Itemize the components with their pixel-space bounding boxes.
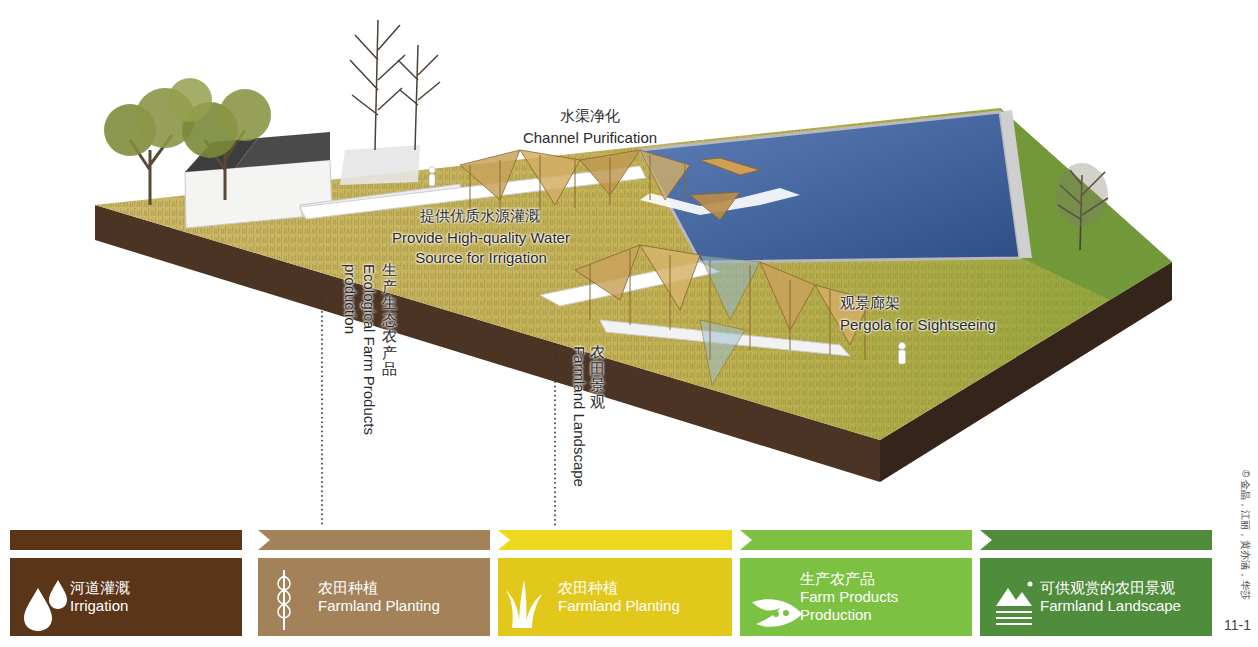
category-band-ground — [980, 558, 1212, 636]
category-band-ground — [10, 558, 1212, 636]
human-figure — [899, 343, 906, 350]
header-strip — [10, 530, 1212, 550]
band-title-cn: 农田种植 — [558, 579, 726, 597]
vertical-label-cn: 生产生态农产品 — [382, 262, 397, 378]
farmhouse — [340, 145, 420, 185]
header-strip — [258, 530, 270, 550]
vertical-label-en: Ecological Farm Products production — [341, 264, 379, 484]
trees — [168, 78, 212, 122]
pergola — [470, 155, 685, 215]
callout-label-cn: 提供优质水源灌溉 — [388, 206, 572, 226]
water-pool — [640, 112, 1020, 262]
header-strip — [498, 530, 732, 550]
category-icon — [24, 570, 1033, 631]
header-strip — [498, 530, 510, 550]
pergola — [590, 250, 865, 360]
category-band-ground — [740, 558, 972, 636]
band-title-cn: 河道灌溉 — [70, 579, 236, 597]
band-title-cn: 农田种植 — [318, 579, 484, 597]
pergola — [520, 150, 580, 205]
leader-line — [321, 275, 323, 526]
category-icon — [996, 612, 1032, 624]
figure-number: 11-1 — [1224, 616, 1256, 635]
category-band: 农田种植Farmland Planting — [498, 558, 732, 636]
header-strip — [258, 530, 490, 550]
water-pool — [1000, 110, 1032, 258]
copyright-note: © 金晶，江丽，黄亦涵，华莎 — [1239, 470, 1252, 620]
vertical-label-en: Farmland Landscape — [569, 346, 588, 536]
category-band-ground — [10, 558, 242, 636]
band-title-en: Farmland Landscape — [1040, 597, 1206, 615]
category-icon — [773, 611, 779, 617]
trees — [219, 89, 271, 141]
band-title-en: Irrigation — [70, 597, 236, 615]
ground-slab — [95, 108, 1172, 440]
category-icon — [506, 580, 542, 628]
category-icon — [996, 588, 1032, 606]
category-icon — [283, 570, 285, 630]
band-title-en: Farmland Planting — [318, 597, 484, 615]
ground-slab — [95, 108, 1172, 482]
category-icon — [763, 611, 769, 617]
vertical-label-cn: 农田景观 — [590, 344, 605, 410]
band-title-cn: 可供观赏的农田景观 — [1040, 579, 1206, 597]
header-strip — [10, 530, 242, 550]
category-band-ground — [258, 558, 490, 636]
category-icon — [1028, 582, 1033, 587]
header-strip — [980, 530, 992, 550]
callout-label-en: Provide High-quality Water Source for Ir… — [392, 228, 570, 269]
pergola — [700, 158, 760, 175]
category-band: 河道灌溉Irrigation — [10, 558, 242, 636]
callout-label-cn: 水渠净化 — [530, 106, 650, 126]
band-title-cn: 生产农产品 — [800, 570, 966, 588]
category-band: 生产农产品Farm Products Production — [740, 558, 972, 636]
callout-label-en: Channel Purification — [500, 128, 680, 148]
pergola — [460, 150, 520, 200]
header-strip — [980, 530, 1212, 550]
pergola — [760, 262, 815, 330]
ground-slab — [1000, 108, 1172, 300]
ground-slab — [1000, 108, 1172, 300]
header-strip — [740, 530, 972, 550]
category-band: 可供观赏的农田景观Farmland Landscape — [980, 558, 1212, 636]
category-icon — [783, 610, 789, 616]
leader-line — [554, 345, 556, 526]
human-figure — [429, 167, 435, 173]
band-title-en: Farm Products Production — [800, 588, 966, 624]
category-icon — [278, 576, 290, 618]
trees — [1056, 163, 1108, 227]
category-icon — [752, 599, 802, 626]
category-icon — [24, 588, 52, 631]
band-title-en: Farmland Planting — [558, 597, 726, 615]
header-strip — [740, 530, 752, 550]
callout-label-en: Pergola for Sightseeing — [840, 315, 1040, 335]
category-band: 农田种植Farmland Planting — [258, 558, 490, 636]
pergola — [460, 150, 870, 385]
trees — [350, 20, 440, 150]
callout-label-cn: 观景廊架 — [840, 293, 960, 313]
water-pool — [640, 110, 1032, 262]
pergola — [690, 192, 740, 220]
pergola — [700, 255, 760, 320]
category-icon — [49, 580, 67, 609]
human-figure — [429, 174, 435, 186]
pergola — [700, 320, 745, 385]
category-band-ground — [498, 558, 732, 636]
human-figure — [899, 350, 906, 364]
ground-slab — [95, 108, 1172, 440]
pergola — [640, 150, 690, 200]
